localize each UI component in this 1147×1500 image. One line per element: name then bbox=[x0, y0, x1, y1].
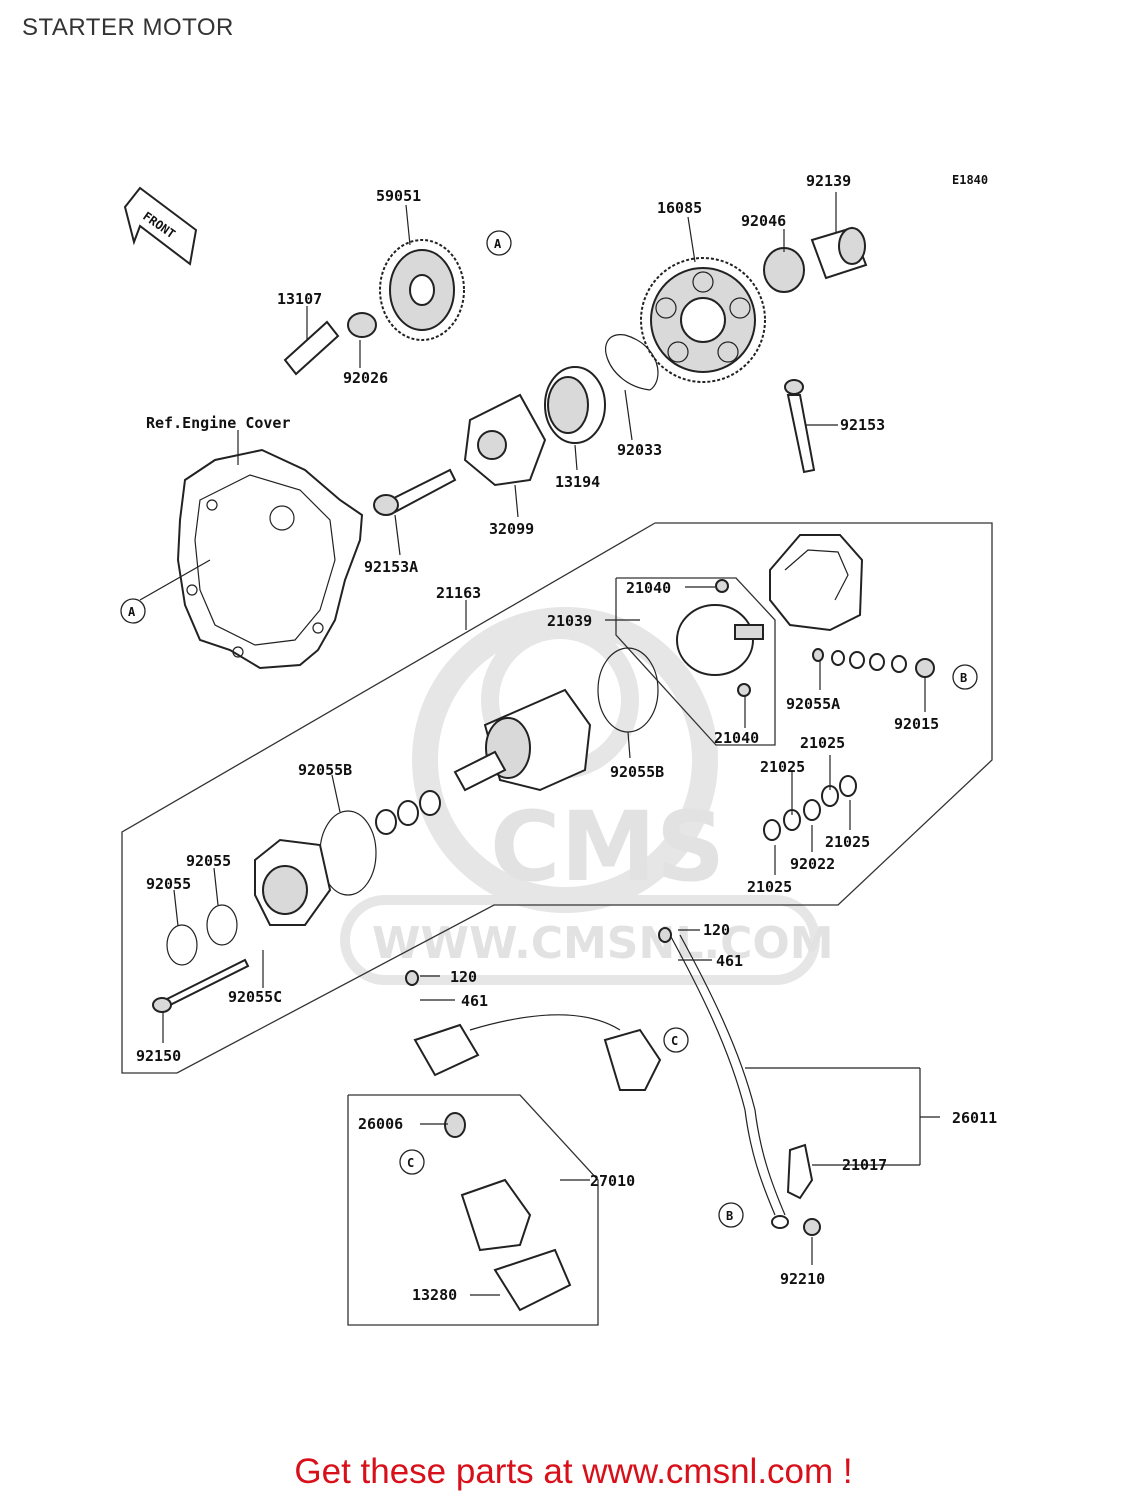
gear-sleeve bbox=[810, 226, 868, 280]
part-label-21025-b: 21025 bbox=[760, 758, 805, 776]
part-label-92055-a: 92055 bbox=[186, 852, 231, 870]
part-label-120-right: 120 bbox=[703, 921, 730, 939]
svg-text:B: B bbox=[960, 671, 967, 685]
armature-shims bbox=[375, 790, 441, 835]
part-label-13194: 13194 bbox=[555, 473, 600, 491]
terminal-boot bbox=[786, 1143, 814, 1200]
circlip bbox=[605, 334, 659, 391]
part-label-92033: 92033 bbox=[617, 441, 662, 459]
callout-a-top: A bbox=[486, 230, 512, 256]
part-label-92153a: 92153A bbox=[364, 558, 418, 576]
svg-text:A: A bbox=[494, 237, 502, 251]
part-label-21163: 21163 bbox=[436, 584, 481, 602]
footer-promo-text: Get these parts at www.cmsnl.com ! bbox=[294, 1452, 853, 1491]
part-label-21039: 21039 bbox=[547, 612, 592, 630]
callout-b-right: B bbox=[952, 664, 978, 690]
shims bbox=[763, 775, 857, 841]
svg-text:C: C bbox=[407, 1156, 414, 1170]
relay-spring bbox=[444, 1112, 466, 1138]
ref-engine-cover-label: Ref.Engine Cover bbox=[146, 414, 291, 432]
relay-cover bbox=[493, 1248, 572, 1312]
part-label-21025-d: 21025 bbox=[747, 878, 792, 896]
part-label-21040-bottom: 21040 bbox=[714, 729, 759, 747]
part-label-120-left: 120 bbox=[450, 968, 477, 986]
part-label-21040-top: 21040 bbox=[626, 579, 671, 597]
part-label-26006: 26006 bbox=[358, 1115, 403, 1133]
page-title: STARTER MOTOR bbox=[22, 14, 234, 41]
o-ring-small-b bbox=[206, 904, 238, 946]
part-label-13280: 13280 bbox=[412, 1286, 457, 1304]
bolt-92153 bbox=[784, 379, 816, 474]
starter-cable bbox=[658, 927, 821, 1236]
part-label-21017: 21017 bbox=[842, 1156, 887, 1174]
starter-relay-bracket bbox=[405, 970, 662, 1091]
part-label-16085: 16085 bbox=[657, 199, 702, 217]
svg-text:B: B bbox=[726, 1209, 733, 1223]
bolt-92153a bbox=[373, 468, 457, 516]
brush-plate bbox=[676, 579, 764, 697]
part-label-26011: 26011 bbox=[952, 1109, 997, 1127]
armature bbox=[453, 647, 659, 792]
part-label-92153: 92153 bbox=[840, 416, 885, 434]
part-label-92022: 92022 bbox=[790, 855, 835, 873]
diagram-code: E1840 bbox=[952, 173, 988, 187]
callout-c-right: C bbox=[663, 1027, 689, 1053]
collar bbox=[347, 312, 377, 338]
callout-a-left: A bbox=[120, 598, 146, 624]
svg-text:A: A bbox=[128, 605, 136, 619]
part-label-59051: 59051 bbox=[376, 187, 421, 205]
callout-c-relay: C bbox=[399, 1149, 425, 1175]
motor-front-cover bbox=[254, 838, 332, 926]
part-label-92055c: 92055C bbox=[228, 988, 282, 1006]
part-label-13107: 13107 bbox=[277, 290, 322, 308]
part-label-21025-a: 21025 bbox=[800, 734, 845, 752]
starter-assembly-frame bbox=[121, 522, 993, 1326]
starter-clutch-gear bbox=[640, 257, 766, 383]
needle-bearing bbox=[763, 247, 805, 293]
part-label-27010: 27010 bbox=[590, 1172, 635, 1190]
svg-text:C: C bbox=[671, 1034, 678, 1048]
front-arrow-icon: FRONT bbox=[123, 186, 198, 266]
part-label-461-left: 461 bbox=[461, 992, 488, 1010]
part-label-461-right: 461 bbox=[716, 952, 743, 970]
o-ring-small-a bbox=[166, 924, 198, 966]
part-label-32099: 32099 bbox=[489, 520, 534, 538]
part-label-92015: 92015 bbox=[894, 715, 939, 733]
part-label-21025-c: 21025 bbox=[825, 833, 870, 851]
part-label-92055a: 92055A bbox=[786, 695, 840, 713]
idle-gear bbox=[379, 239, 465, 341]
watermark: CMS WWW.CMSNL.COM bbox=[340, 607, 834, 985]
clutch-holder bbox=[463, 393, 547, 487]
terminal-washers bbox=[812, 648, 935, 678]
part-label-92210: 92210 bbox=[780, 1270, 825, 1288]
gear-shaft bbox=[283, 320, 340, 376]
callout-b-bottom: B bbox=[718, 1202, 744, 1228]
relay-body bbox=[460, 1178, 532, 1252]
part-labels: 59051 16085 92139 92046 13107 92026 9215… bbox=[136, 172, 997, 1304]
part-label-92139: 92139 bbox=[806, 172, 851, 190]
leader-lines bbox=[139, 192, 940, 1296]
engine-cover bbox=[176, 448, 364, 670]
part-label-92055b-left: 92055B bbox=[298, 761, 352, 779]
long-bolt bbox=[152, 958, 250, 1013]
part-label-92055-b: 92055 bbox=[146, 875, 191, 893]
watermark-brand: CMS bbox=[490, 791, 725, 903]
one-way-clutch bbox=[544, 366, 606, 444]
motor-end-cover bbox=[769, 534, 864, 632]
part-label-92026: 92026 bbox=[343, 369, 388, 387]
part-label-92055b-right: 92055B bbox=[610, 763, 664, 781]
part-label-92150: 92150 bbox=[136, 1047, 181, 1065]
watermark-url: WWW.CMSNL.COM bbox=[372, 918, 834, 969]
part-label-92046: 92046 bbox=[741, 212, 786, 230]
